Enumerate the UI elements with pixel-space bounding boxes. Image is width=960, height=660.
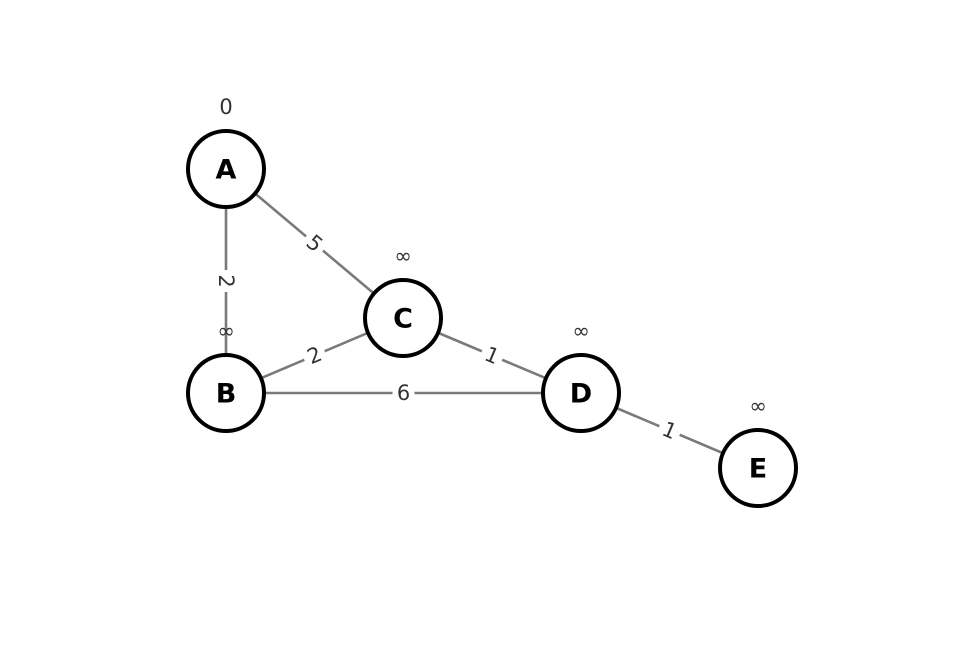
node-A: A0: [186, 95, 266, 209]
node-B: B∞: [186, 319, 266, 433]
node-distance-label: ∞: [394, 244, 412, 268]
edge-B-D: 6: [226, 380, 581, 406]
node-circle: [186, 353, 266, 433]
edge-label-bg: [297, 226, 332, 261]
node-label: E: [749, 454, 767, 485]
node-circle: [718, 428, 798, 508]
node-circle: [186, 129, 266, 209]
node-circle: [363, 278, 443, 358]
node-distance-label: ∞: [217, 319, 235, 343]
edge-label-bg: [213, 270, 239, 292]
node-D: D∞: [541, 319, 621, 433]
node-E: E∞: [718, 394, 798, 508]
edge-label-bg: [299, 339, 330, 372]
node-label: C: [393, 304, 413, 335]
edge-label-bg: [654, 414, 685, 447]
node-distance-label: ∞: [749, 394, 767, 418]
edge-weight-label: 6: [397, 381, 410, 405]
edge-label-bg: [392, 380, 415, 406]
node-label: A: [216, 155, 237, 186]
node-label: D: [570, 379, 592, 410]
node-circle: [541, 353, 621, 433]
node-C: C∞: [363, 244, 443, 358]
edge-label-bg: [476, 339, 508, 372]
node-label: B: [216, 379, 237, 410]
nodes-layer: A0B∞C∞D∞E∞: [186, 95, 798, 508]
node-distance-label: 0: [219, 95, 232, 119]
edge-weight-label: 2: [214, 274, 238, 287]
node-distance-label: ∞: [572, 319, 590, 343]
